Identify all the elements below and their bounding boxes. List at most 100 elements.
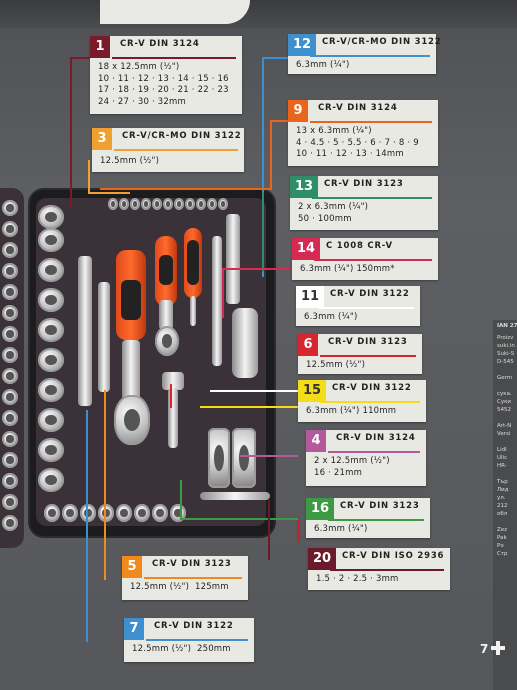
deep-socket-16 [208,428,230,488]
socket-small [130,198,140,210]
legend-title: CR-V DIN 3123 [324,179,404,189]
legend-number: 15 [298,380,327,402]
right-side-panel [493,320,517,690]
socket-large [38,258,64,282]
socket-small [163,198,173,210]
legend-card-11: 11 CR-V DIN 3122 6.3mm (¼") [296,286,420,326]
socket-large [38,408,64,432]
socket-small [2,347,18,363]
hex-keys [200,492,270,500]
leader-line-15 [200,406,298,408]
legend-body: 18 x 12.5mm (½")10 · 11 · 12 · 13 · 14 ·… [98,62,229,107]
socket-small [2,326,18,342]
leader-line-12 [262,57,288,59]
large-ratchet-grip [121,280,141,320]
legend-rule [330,569,444,571]
legend-title: CR-V DIN 3124 [318,103,398,113]
legend-body: 12.5mm (½") [100,156,160,166]
leader-line-12-drop [262,57,264,277]
red-accent-rule [297,520,300,542]
socket-small [218,198,228,210]
socket-small [119,198,129,210]
legend-title: CR-V DIN 3122 [332,383,412,393]
socket-small [2,389,18,405]
leader-line-9 [270,120,288,122]
socket-small [98,504,114,522]
legend-title: CR-V DIN 3124 [120,39,200,49]
legend-rule [146,639,248,641]
leader-line-9-across [100,188,272,190]
socket-small [2,473,18,489]
legend-title: CR-V DIN 3123 [328,337,408,347]
legend-card-16: 16 CR-V DIN 3123 6.3mm (¼") [306,498,430,538]
legend-body: 12.5mm (½") [306,360,366,370]
leader-line-7 [86,410,88,642]
adapter-column [226,214,240,304]
socket-small [170,504,186,522]
legend-card-5: 5 CR-V DIN 3123 12.5mm (½") 125mm [122,556,248,600]
leader-line-5 [104,390,106,580]
legend-number: 9 [288,100,308,122]
leader-line-6 [170,384,172,408]
legend-card-12: 12 CR-V/CR-MO DIN 3122 6.3mm (¼") [288,34,441,74]
legend-title: C 1008 CR-V [326,241,393,251]
legend-body: 12.5mm (½") 250mm [132,644,231,654]
legend-rule [112,57,236,59]
socket-small [2,431,18,447]
legend-rule [328,519,424,521]
legend-number: 13 [290,176,319,198]
legend-card-6: 6 CR-V DIN 3123 12.5mm (½") [298,334,422,374]
legend-title: CR-V DIN 3124 [336,433,416,443]
legend-card-9: 9 CR-V DIN 3124 13 x 6.3mm (¼")4 · 4.5 ·… [288,100,438,166]
legend-card-3: 3 CR-V/CR-MO DIN 3122 12.5mm (½") [92,128,244,172]
socket-small [2,305,18,321]
leader-line-20 [268,500,270,560]
legend-number: 14 [292,238,321,260]
small-ratchet-grip [159,255,173,285]
leader-line-4 [240,455,298,457]
legend-number: 16 [306,498,335,520]
socket-large [38,288,64,312]
legend-rule [114,149,238,151]
deep-socket-21 [232,428,256,488]
leader-line-14-drop [222,268,224,318]
legend-title: CR-V DIN ISO 2936 [342,551,445,561]
legend-number: 1 [90,36,110,58]
socket-large [38,348,64,372]
t-handle [162,372,184,390]
legend-number: 4 [306,430,326,452]
legend-number: 20 [308,548,337,570]
legend-body: 6.3mm (¼") [304,312,358,322]
socket-small [2,221,18,237]
socket-small [108,198,118,210]
socket-small [2,263,18,279]
leader-line-3-across [88,192,130,194]
leader-line-13 [262,192,264,272]
screwdriver-grip [187,240,199,285]
socket-small [2,242,18,258]
top-light-patch [100,0,250,24]
leader-line-11 [210,390,298,392]
legend-card-4: 4 CR-V DIN 3124 2 x 12.5mm (½")16 · 21mm [306,430,426,486]
legend-card-20: 20 CR-V DIN ISO 2936 1.5 · 2 · 2.5 · 3mm [308,548,450,590]
legend-title: CR-V/CR-MO DIN 3122 [122,131,242,141]
ian-label: IAN 27 [497,323,517,329]
socket-small [44,504,60,522]
socket-large [38,228,64,252]
leader-line-1 [70,57,90,59]
legend-body: 12.5mm (½") 125mm [130,582,229,592]
legend-body: 2 x 12.5mm (½")16 · 21mm [314,456,390,478]
screwdriver-shaft [190,296,196,326]
socket-small [152,504,168,522]
socket-small [80,504,96,522]
legend-rule [318,307,414,309]
legend-number: 11 [296,286,325,308]
socket-small [2,494,18,510]
manufacturer-text: Proizv suki.in Suki-S D-545 Germ сука. С… [497,335,515,557]
legend-card-7: 7 CR-V DIN 3122 12.5mm (½") 250mm [124,618,254,662]
large-ratchet-head [114,395,150,445]
legend-title: CR-V DIN 3122 [330,289,410,299]
page-number: 7 [480,642,489,656]
legend-body: 6.3mm (¼") 110mm [306,406,397,416]
small-ratchet-neck [159,300,173,330]
